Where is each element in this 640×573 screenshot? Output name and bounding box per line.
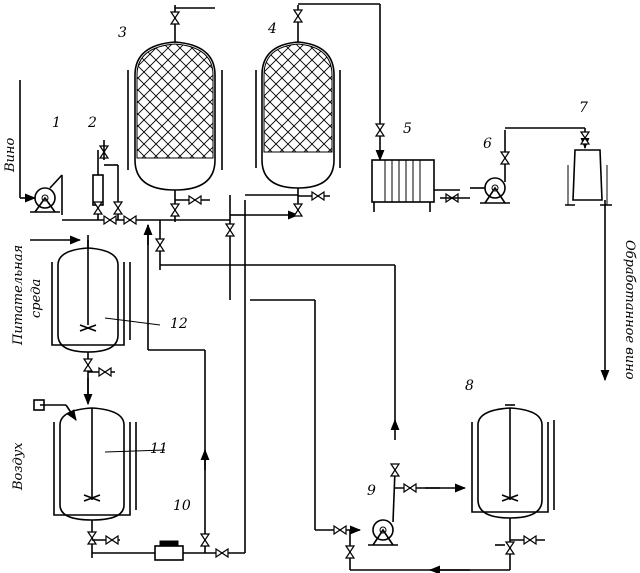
treated-wine-label: Обработанное вино <box>622 240 637 380</box>
air-label: Воздух <box>11 442 26 491</box>
filter-2 <box>92 140 123 220</box>
filter-7 <box>565 149 612 382</box>
adsorber-column-4 <box>255 32 341 212</box>
recirculation-lines <box>160 264 510 573</box>
pump-1 <box>30 174 63 215</box>
label-9: 9 <box>367 483 376 499</box>
wine-inlet-label: Вино <box>3 138 18 173</box>
transfer-lines <box>225 191 330 300</box>
nutrient-label-line1: Питательная <box>11 245 26 346</box>
label-10: 10 <box>173 498 191 514</box>
dosing-unit-10 <box>148 300 246 561</box>
main-header-line <box>62 195 230 350</box>
reactor-12 <box>30 235 161 406</box>
reactor-8 <box>471 404 555 570</box>
pump-6 <box>470 127 590 204</box>
label-5: 5 <box>403 121 412 137</box>
nutrient-label-line2: среда <box>29 279 44 318</box>
top-feed-lines <box>170 3 385 162</box>
label-7: 7 <box>579 100 588 116</box>
adsorber-column-3 <box>127 32 223 212</box>
pump-9 <box>368 463 467 546</box>
label-12: 12 <box>170 316 188 332</box>
label-3: 3 <box>118 25 127 41</box>
label-6: 6 <box>483 136 492 152</box>
label-4: 4 <box>267 21 277 37</box>
air-filter <box>33 399 45 411</box>
label-11: 11 <box>150 441 168 457</box>
label-8: 8 <box>465 378 474 394</box>
label-1: 1 <box>52 115 61 131</box>
heat-exchanger-5 <box>371 159 470 212</box>
reactor-11 <box>53 407 166 558</box>
label-2: 2 <box>87 115 97 131</box>
